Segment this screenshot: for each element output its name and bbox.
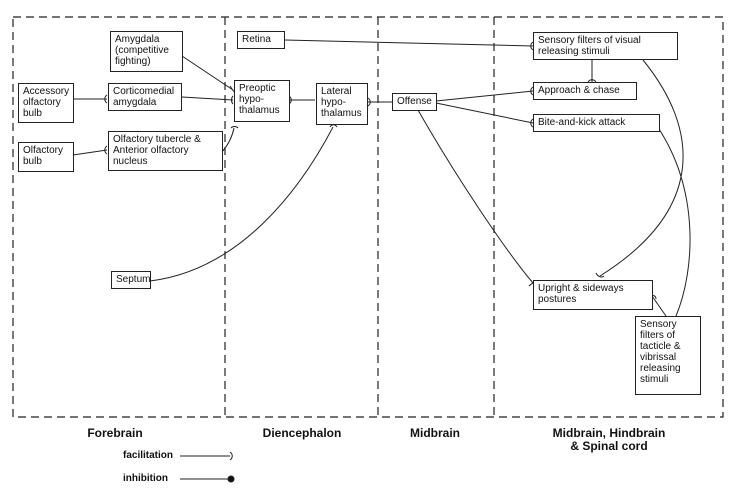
region-label-forebrain: Forebrain: [87, 426, 143, 440]
edge-retina-to-sensory-visual: [284, 39, 534, 47]
node-sensory-visual: Sensory filters of visual releasing stim…: [533, 32, 678, 60]
edge-corticomedial-to-preoptic: [181, 96, 234, 101]
legend-facilitation-mark: [229, 451, 233, 461]
legend-inhibition-label: inhibition: [123, 473, 168, 484]
region-label-hindbrain-line2: & Spinal cord: [570, 439, 648, 453]
edge-tubercle-to-preoptic: [221, 127, 235, 153]
node-offense: Offense: [392, 93, 437, 111]
node-amygdala: Amygdala (competitive fighting): [110, 31, 183, 72]
edge-offense-to-upright: [417, 109, 534, 284]
edge-olfactory-bulb-to-tubercle: [72, 149, 108, 156]
legend-symbols: [180, 451, 235, 483]
node-corticomedial-amygdala: Corticomedial amygdala: [108, 83, 182, 111]
edge-septum-to-lateral: [149, 126, 334, 282]
region-label-hindbrain: Midbrain, Hindbrain & Spinal cord: [496, 427, 722, 453]
node-septum: Septum: [111, 271, 151, 289]
node-olfactory-tubercle: Olfactory tubercle & Anterior olfactory …: [108, 131, 223, 171]
node-bite-kick: Bite-and-kick attack: [533, 114, 660, 132]
node-upright-postures: Upright & sideways postures: [533, 280, 653, 310]
node-sensory-tactile: Sensory filters of tacticle & vibrissal …: [635, 316, 701, 395]
edge-bite-to-sensory-tactile: [656, 125, 691, 317]
region-label-diencephalon: Diencephalon: [262, 426, 342, 440]
region-label-midbrain: Midbrain: [410, 426, 460, 440]
edge-amygdala-to-preoptic: [181, 55, 234, 91]
node-lateral-hypothalamus: Lateral hypo- thalamus: [316, 83, 368, 125]
edge-sensory-tactile-to-upright: [651, 295, 667, 317]
node-preoptic-hypothalamus: Preoptic hypo- thalamus: [234, 80, 290, 122]
node-accessory-olfactory-bulb: Accessory olfactory bulb: [18, 83, 74, 123]
edge-offense-to-approach: [435, 90, 534, 102]
edge-offense-to-bite: [435, 102, 534, 124]
connections: [72, 39, 691, 317]
region-frame: [12, 16, 724, 418]
legend-facilitation-label: facilitation: [123, 450, 174, 461]
legend-inhibition-dot: [227, 475, 235, 483]
region-label-hindbrain-line1: Midbrain, Hindbrain: [552, 426, 666, 440]
node-approach-chase: Approach & chase: [533, 82, 637, 100]
node-olfactory-bulb: Olfactory bulb: [18, 142, 74, 172]
edge-sensory-visual-to-upright: [599, 59, 684, 277]
node-retina: Retina: [237, 31, 285, 49]
